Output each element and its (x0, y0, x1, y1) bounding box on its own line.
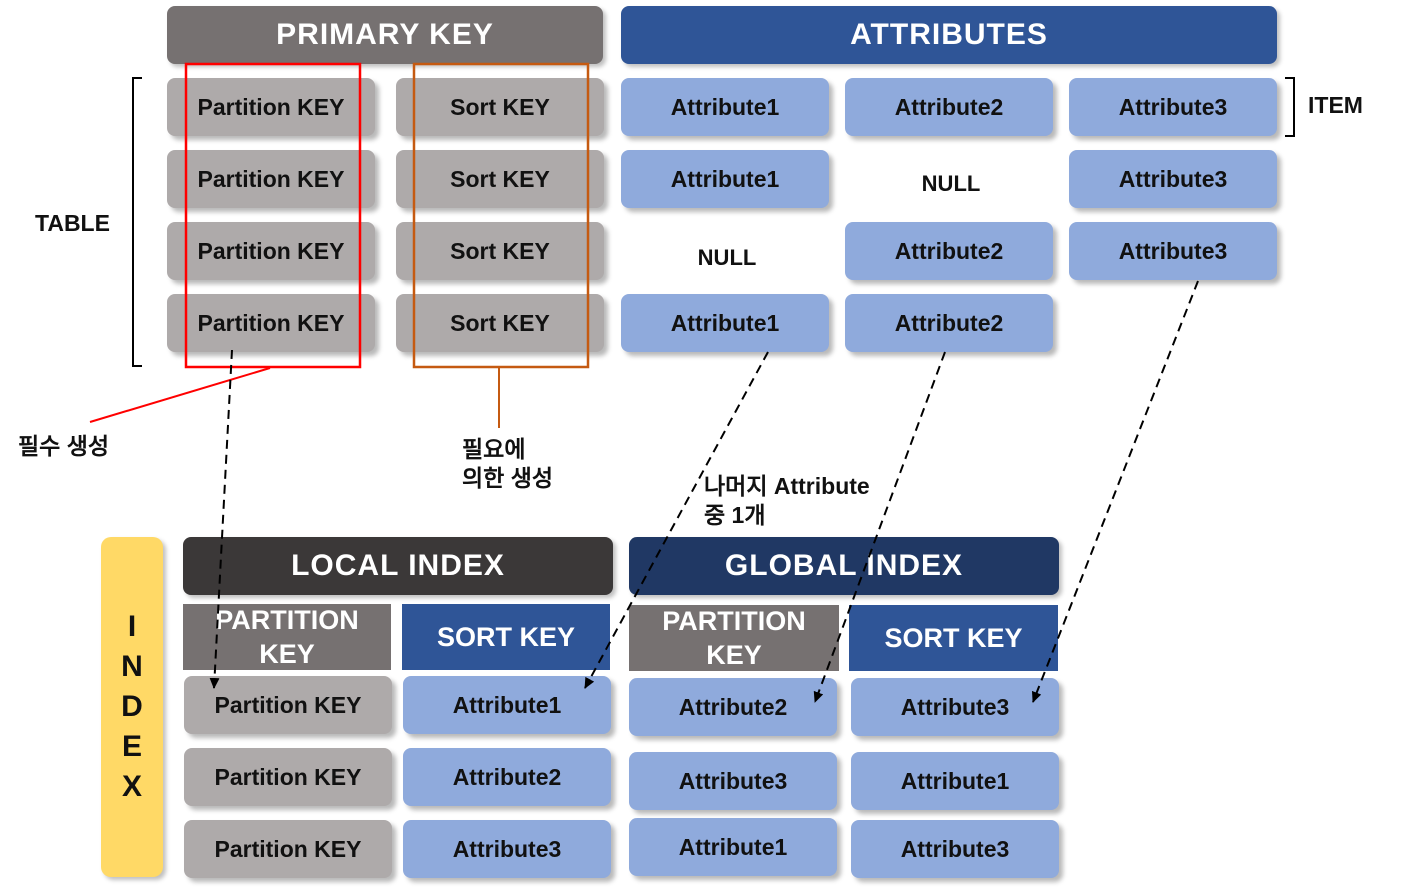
optional-annotation-line2: 의한 생성 (462, 465, 554, 491)
table-bracket (132, 77, 142, 367)
global-index-partition-header-line2: KEY (706, 640, 762, 670)
index-letter-n: N (121, 650, 143, 683)
local-index-partition-header-line2: KEY (259, 639, 315, 669)
attributes-header: ATTRIBUTES (621, 6, 1277, 64)
index-label-bar: I N D E X (101, 537, 163, 877)
index-letter-e: E (121, 730, 142, 763)
global-index-header: GLOBAL INDEX (629, 537, 1059, 595)
table-row-3-sort-key: Sort KEY (396, 222, 604, 280)
table-row-2-partition-key: Partition KEY (167, 150, 375, 208)
item-bracket (1285, 77, 1295, 137)
table-row-2-attribute2-null: NULL (921, 171, 981, 196)
table-row-3-attribute1-null: NULL (697, 245, 757, 270)
index-letter-i: I (127, 610, 137, 643)
index-letter-d: D (121, 690, 143, 723)
local-index-row-3-sort-key: Attribute3 (403, 820, 611, 878)
global-index-row-3-sort-key: Attribute3 (851, 820, 1059, 878)
local-index-row-1-sort-key: Attribute1 (403, 676, 611, 734)
local-index-sort-header: SORT KEY (402, 604, 610, 670)
required-outline (184, 62, 362, 369)
local-index-row-2-sort-key: Attribute2 (403, 748, 611, 806)
required-callout-line (89, 367, 271, 423)
local-index-partition-header-line1: PARTITION (215, 605, 359, 635)
table-row-4-attribute1: Attribute1 (621, 294, 829, 352)
global-index-partition-header-line1: PARTITION (662, 606, 806, 636)
arrow-attribute1-to-local-sort (584, 351, 769, 689)
arrow-attribute2-to-global-partition (813, 351, 946, 703)
one-of-annotation-line2: 중 1개 (704, 502, 766, 528)
local-index-header: LOCAL INDEX (183, 537, 613, 595)
global-index-row-3-partition-key: Attribute1 (629, 818, 837, 876)
table-row-4-sort-key: Sort KEY (396, 294, 604, 352)
table-row-1-attribute3: Attribute3 (1069, 78, 1277, 136)
global-index-sort-header: SORT KEY (849, 605, 1058, 671)
table-row-2-attribute1: Attribute1 (621, 150, 829, 208)
optional-outline (412, 62, 590, 369)
arrow-attribute3-to-global-sort (1031, 280, 1199, 703)
table-row-4-attribute2: Attribute2 (845, 294, 1053, 352)
one-of-annotation-line1: 나머지 Attribute (704, 473, 870, 499)
table-row-1-partition-key: Partition KEY (167, 78, 375, 136)
table-row-3-partition-key: Partition KEY (167, 222, 375, 280)
global-index-row-1-partition-key: Attribute2 (629, 678, 837, 736)
table-row-1-attribute2: Attribute2 (845, 78, 1053, 136)
table-row-3-attribute2: Attribute2 (845, 222, 1053, 280)
table-row-1-sort-key: Sort KEY (396, 78, 604, 136)
global-index-row-2-sort-key: Attribute1 (851, 752, 1059, 810)
table-label: TABLE (35, 210, 110, 236)
optional-annotation-line1: 필요에 (462, 436, 526, 462)
local-index-row-2-partition-key: Partition KEY (184, 748, 392, 806)
table-row-1-attribute1: Attribute1 (621, 78, 829, 136)
global-index-row-1-sort-key: Attribute3 (851, 678, 1059, 736)
local-index-row-3-partition-key: Partition KEY (184, 820, 392, 878)
table-row-4-partition-key: Partition KEY (167, 294, 375, 352)
table-row-2-attribute3: Attribute3 (1069, 150, 1277, 208)
table-row-3-attribute3: Attribute3 (1069, 222, 1277, 280)
table-row-2-sort-key: Sort KEY (396, 150, 604, 208)
global-index-partition-header: PARTITION KEY (629, 605, 839, 671)
item-label: ITEM (1308, 92, 1363, 118)
index-letter-x: X (121, 770, 142, 803)
arrow-partition-to-local (209, 349, 233, 689)
required-annotation: 필수 생성 (18, 433, 110, 459)
primary-key-header: PRIMARY KEY (167, 6, 603, 64)
global-index-row-2-partition-key: Attribute3 (629, 752, 837, 810)
